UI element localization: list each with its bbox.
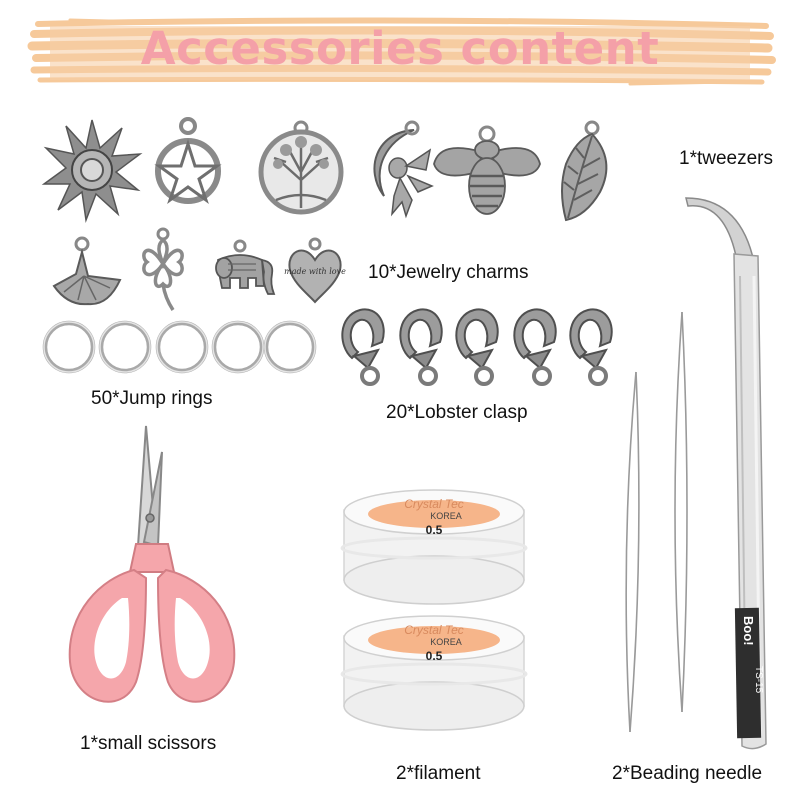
moon-fairy-charm [373,120,434,219]
jewelry-charms-label: 10*Jewelry charms [368,262,529,283]
spool-size: 0.5 [426,649,443,663]
jump-rings-label: 50*Jump rings [91,388,213,409]
tweezers-model: TS-15 [753,666,764,694]
jump-rings [42,320,317,374]
spool-brand: Crystal Tec [404,497,464,511]
charm-engraving: made with love [284,267,346,276]
banner-brush-stroke [27,17,776,86]
small-scissors-label: 1*small scissors [80,733,217,754]
elephant-charm [215,239,276,295]
lobster-clasp-label: 20*Lobster clasp [386,402,528,423]
filament-spool-top: Crystal Tec KOREA 0.5 [340,489,528,605]
sun-charm [41,119,143,223]
spool-size: 0.5 [426,523,443,537]
beading-needle-label: 2*Beading needle [612,763,763,784]
filament-label: 2*filament [396,763,481,784]
lobster-clasps [340,307,614,386]
spool-brand: Crystal Tec [404,623,464,637]
made-with-love-heart-charm: made with love [284,237,346,304]
tweezers-brand: Boo! [741,616,756,646]
tree-of-life-charm [258,120,344,215]
beading-needles [625,311,688,733]
bee-charm [433,125,541,215]
spool-origin: KOREA [430,511,462,521]
tweezers-label: 1*tweezers [679,148,773,169]
page-title: Accessories content [140,22,660,75]
ginkgo-leaf-charm [52,236,122,306]
leaf-charm [561,120,608,222]
spool-origin: KOREA [430,637,462,647]
small-scissors [68,425,236,703]
tweezers: Boo! TS-15 [685,197,767,750]
filament-spool-bottom: Crystal Tec KOREA 0.5 [340,615,528,731]
pentagram-charm [154,117,222,204]
four-leaf-clover-charm [142,227,184,311]
